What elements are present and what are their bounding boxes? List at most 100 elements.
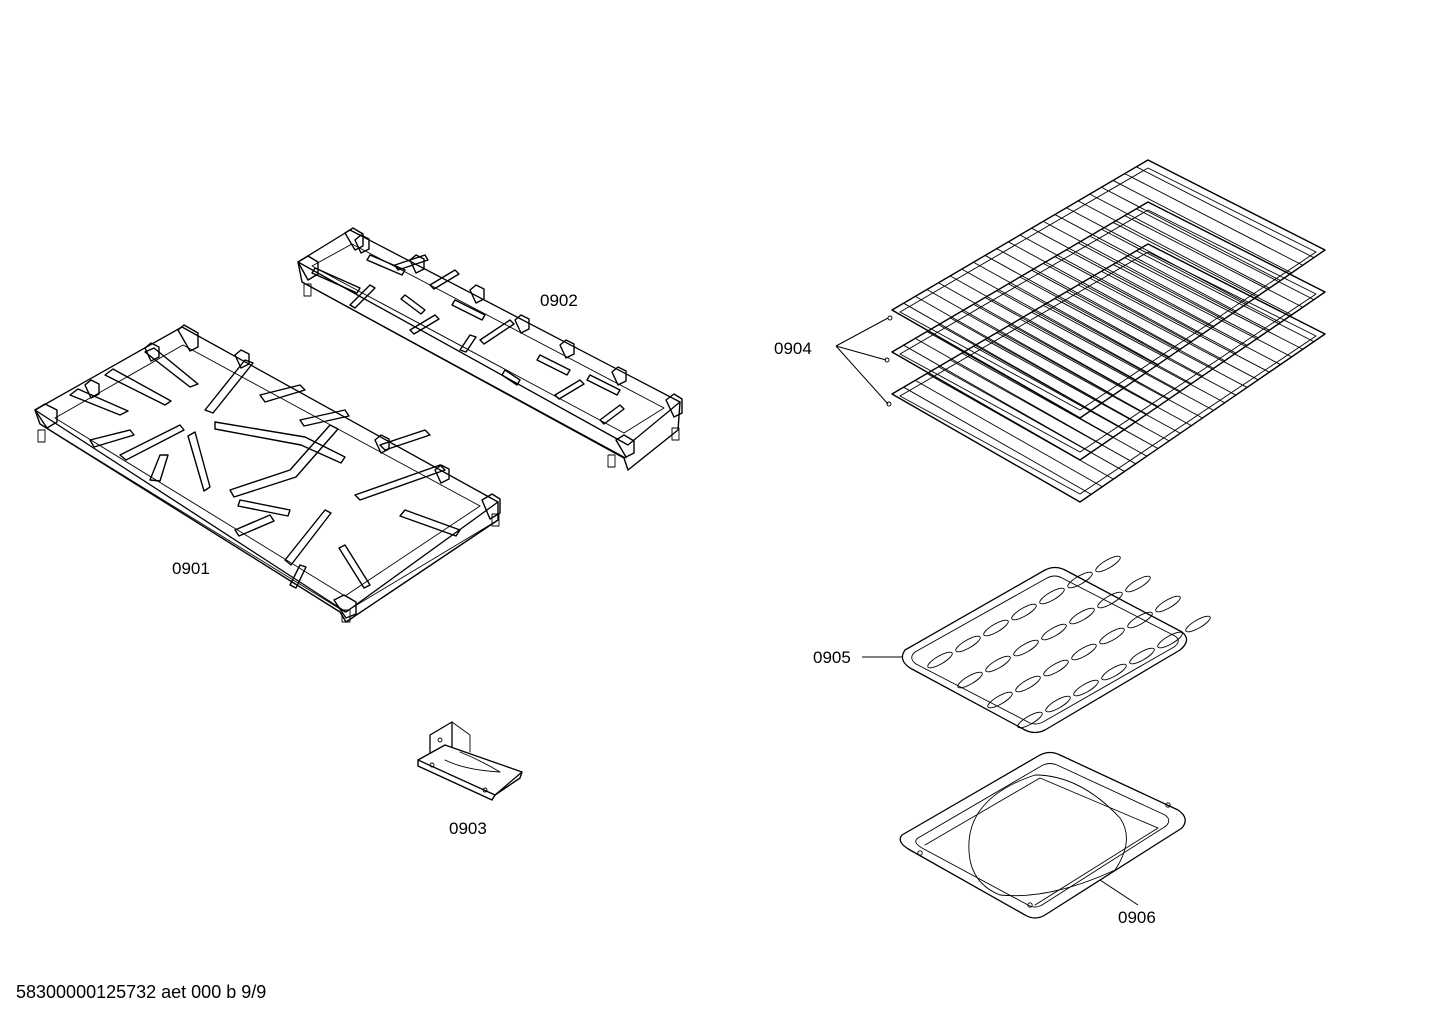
insert-slot bbox=[957, 671, 983, 689]
insert-slot bbox=[1039, 587, 1065, 605]
label-0903: 0903 bbox=[449, 819, 487, 838]
insert-slot bbox=[1015, 675, 1041, 693]
broiler-insert-0905-drawing[interactable] bbox=[862, 554, 1212, 734]
insert-slot bbox=[1125, 575, 1151, 593]
rack-wire bbox=[996, 290, 1181, 392]
label-0902: 0902 bbox=[540, 291, 578, 310]
rack-wire bbox=[938, 282, 1125, 388]
grate-0902-drawing[interactable] bbox=[297, 227, 683, 471]
rack-wire bbox=[1135, 208, 1315, 301]
rack-wire bbox=[949, 275, 1137, 381]
rack-wire bbox=[1066, 207, 1248, 304]
insert-slot bbox=[1101, 663, 1127, 681]
rack-wire bbox=[1089, 235, 1270, 331]
rack-wire bbox=[1007, 241, 1192, 343]
rack-wire bbox=[1112, 264, 1293, 358]
insert-slot bbox=[1129, 647, 1155, 665]
rack-wire bbox=[984, 339, 1170, 442]
insert-slot bbox=[927, 651, 953, 669]
bracket-0903-drawing[interactable] bbox=[417, 721, 523, 801]
label-0905: 0905 bbox=[813, 648, 851, 667]
rack-wire bbox=[1054, 298, 1237, 396]
rack-wire bbox=[984, 297, 1170, 400]
insert-slot bbox=[1099, 627, 1125, 645]
rack-wire bbox=[1066, 291, 1248, 388]
rack-wire bbox=[903, 386, 1092, 495]
rack-wire bbox=[984, 255, 1170, 358]
rack-wire bbox=[1077, 200, 1259, 297]
rack-wire bbox=[1007, 325, 1192, 427]
rack-wire bbox=[926, 373, 1114, 480]
insert-slot bbox=[1045, 695, 1071, 713]
rack-wire bbox=[1101, 186, 1281, 281]
rack-wire bbox=[938, 324, 1125, 430]
rack-wire bbox=[1042, 262, 1226, 362]
rack-wire bbox=[1089, 193, 1270, 289]
rack-wire bbox=[938, 366, 1125, 472]
insert-slot bbox=[1127, 611, 1153, 629]
rack-wire bbox=[914, 379, 1103, 488]
rack-wire bbox=[1007, 283, 1192, 385]
rack-wire bbox=[973, 261, 1159, 365]
label-0901: 0901 bbox=[172, 559, 210, 578]
rack-wire bbox=[1054, 214, 1237, 312]
insert-slot bbox=[1069, 607, 1095, 625]
rack-wire bbox=[914, 337, 1103, 446]
rack-wire bbox=[996, 248, 1181, 350]
broiler-pan-0906-drawing[interactable] bbox=[899, 751, 1186, 919]
rack-wire bbox=[1077, 284, 1259, 381]
rack-wire bbox=[1112, 222, 1293, 316]
rack-wire bbox=[973, 345, 1159, 449]
rack-wire bbox=[1066, 249, 1248, 346]
rack-wire bbox=[961, 268, 1148, 373]
grate-0901-drawing[interactable] bbox=[34, 324, 501, 623]
insert-slot bbox=[983, 619, 1009, 637]
rack-wire bbox=[961, 310, 1148, 415]
rack-wire bbox=[1124, 173, 1304, 266]
rack-wire bbox=[903, 344, 1092, 453]
rack-wire bbox=[1077, 242, 1259, 339]
rack-wire bbox=[1031, 227, 1215, 327]
rack-wire bbox=[949, 317, 1137, 423]
rack-wire bbox=[1124, 257, 1304, 350]
rack-wire bbox=[1101, 228, 1281, 323]
rack-wire bbox=[1089, 277, 1270, 373]
rack-wire bbox=[1101, 270, 1281, 365]
rack-wire bbox=[1112, 180, 1293, 274]
rack-wire bbox=[926, 331, 1114, 438]
rack-wire bbox=[903, 302, 1092, 411]
rack-wire bbox=[1135, 250, 1315, 343]
rack-wire bbox=[1031, 269, 1215, 369]
rack-wire bbox=[1042, 304, 1226, 404]
rack-wire bbox=[1124, 215, 1304, 308]
rack-wire bbox=[961, 352, 1148, 457]
rack-wire bbox=[926, 289, 1114, 396]
rack-wire bbox=[1135, 166, 1315, 259]
insert-slot bbox=[1043, 659, 1069, 677]
document-id: 58300000125732 aet 000 b 9/9 bbox=[16, 982, 267, 1002]
insert-slot bbox=[1155, 595, 1181, 613]
rack-wire bbox=[1019, 318, 1203, 419]
rack-wire bbox=[996, 332, 1181, 434]
insert-slot bbox=[1013, 639, 1039, 657]
insert-slot bbox=[1011, 603, 1037, 621]
label-0906: 0906 bbox=[1118, 908, 1156, 927]
rack-wire bbox=[1031, 311, 1215, 411]
oven-racks-0904-drawing[interactable] bbox=[835, 159, 1326, 503]
insert-slot bbox=[1067, 571, 1093, 589]
rack-wire bbox=[914, 295, 1103, 404]
insert-slot bbox=[955, 635, 981, 653]
rack-wire bbox=[1019, 276, 1203, 377]
rack-wire bbox=[1054, 256, 1237, 354]
rack-wire bbox=[1019, 234, 1203, 335]
insert-slot bbox=[1071, 643, 1097, 661]
insert-slot bbox=[1073, 679, 1099, 697]
label-0904: 0904 bbox=[774, 339, 812, 358]
insert-slot bbox=[985, 655, 1011, 673]
insert-slot bbox=[1097, 591, 1123, 609]
insert-slot bbox=[1157, 631, 1183, 649]
rack-wire bbox=[1042, 220, 1226, 320]
insert-slot bbox=[1095, 555, 1121, 573]
rack-wire bbox=[949, 359, 1137, 465]
